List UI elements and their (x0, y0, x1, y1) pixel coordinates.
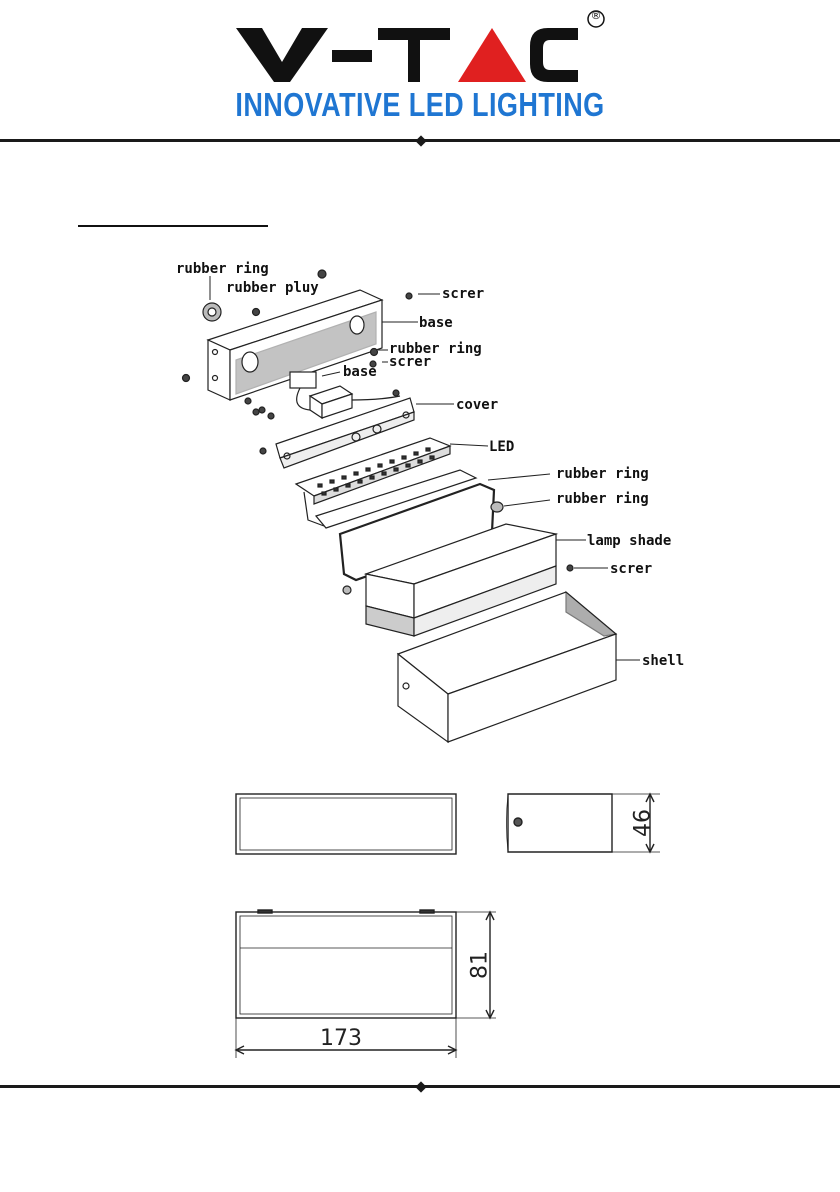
dimension-height: 81 (468, 951, 493, 979)
section-heading-underline (78, 225, 268, 227)
label-cover: cover (456, 397, 498, 413)
label-rubber-ring-3: rubber ring (556, 466, 649, 482)
label-shell: shell (642, 653, 684, 669)
top-view (236, 912, 456, 1018)
label-screr-2: screr (389, 354, 431, 370)
label-screr-3: screr (610, 561, 652, 577)
label-screr: screr (442, 286, 484, 302)
brand-tagline: INNOVATIVE LED LIGHTING (76, 86, 765, 124)
label-lamp-shade: lamp shade (587, 533, 671, 549)
dimension-width: 173 (320, 1026, 362, 1051)
label-base-2: base (343, 364, 377, 380)
dimension-depth: 46 (631, 809, 656, 837)
vtac-logo (0, 0, 840, 150)
registered-mark: ® (589, 9, 603, 22)
product-drawing: rubber ring rubber pluy screr base rubbe… (0, 240, 840, 1090)
label-rubber-ring-4: rubber ring (556, 491, 649, 507)
label-led: LED (489, 439, 514, 455)
side-view (508, 794, 612, 852)
header: ® INNOVATIVE LED LIGHTING (0, 0, 840, 150)
orthographic-views (236, 794, 660, 1058)
label-rubber-ring: rubber ring (176, 261, 269, 277)
label-base: base (419, 315, 453, 331)
label-rubber-pluy: rubber pluy (226, 280, 319, 296)
front-view (236, 794, 456, 854)
